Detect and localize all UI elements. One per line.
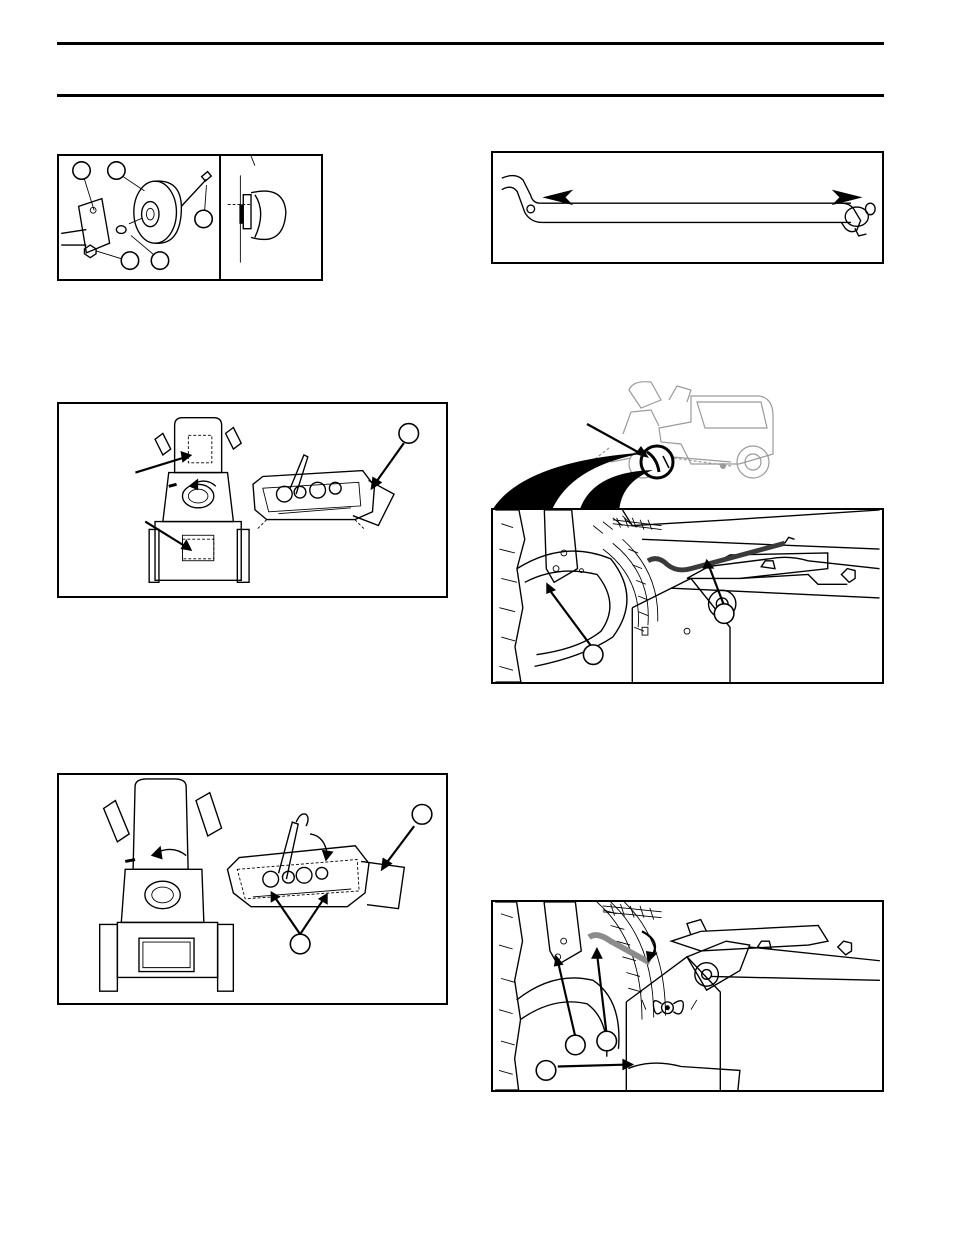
callout-1 [399, 424, 419, 444]
callout-5 [151, 252, 168, 269]
callout-3 [536, 1061, 556, 1081]
callout-1 [583, 645, 603, 665]
figure-wheel-rod-closeup-2 [491, 900, 884, 1092]
callout-1 [73, 162, 90, 179]
figure-wheel-assembly [57, 154, 323, 281]
header-rule-top [57, 42, 884, 45]
figure-steering-rod [491, 151, 884, 264]
figure-wheel-rod-closeup [491, 508, 884, 684]
callout-2 [108, 162, 125, 179]
figure-deck-belt-top-view-2 [57, 773, 448, 1005]
callout-2 [412, 804, 432, 824]
figure-tractor-location [491, 372, 884, 512]
callout-3 [195, 210, 212, 227]
callout-1 [290, 934, 310, 954]
callout-1 [566, 1035, 586, 1055]
callout-2 [714, 604, 734, 624]
header-rule-bottom [57, 94, 884, 97]
callout-2 [597, 1031, 617, 1051]
callout-4 [121, 252, 138, 269]
figure-deck-belt-top-view [57, 402, 448, 598]
